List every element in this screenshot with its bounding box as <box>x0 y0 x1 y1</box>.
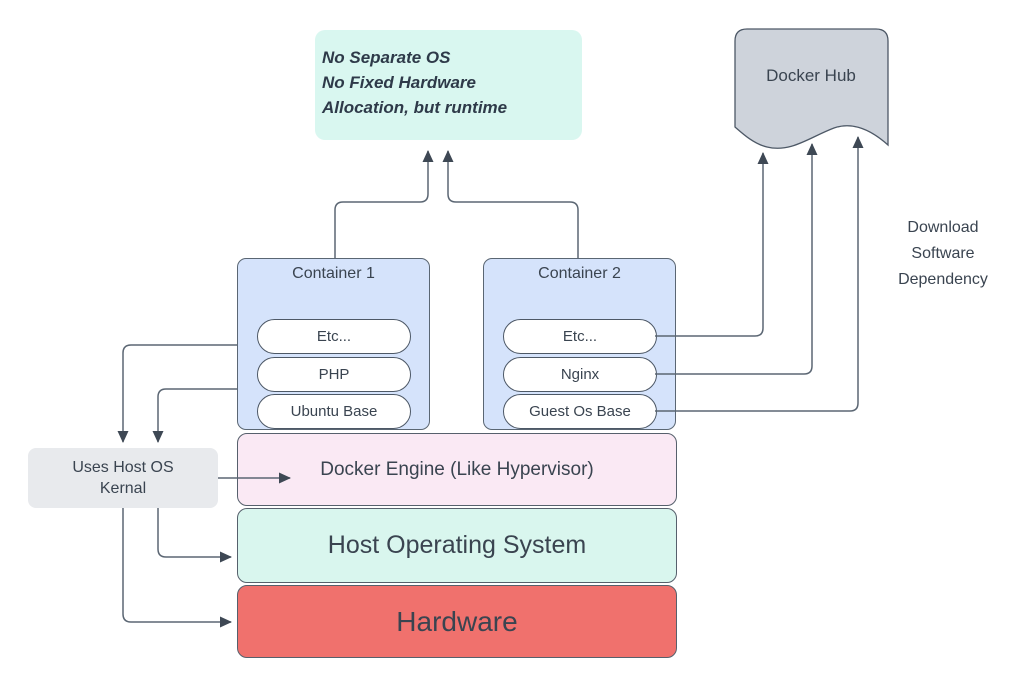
arrow-container2-to-note <box>442 150 579 258</box>
docker-engine-layer: Docker Engine (Like Hypervisor) <box>237 433 677 506</box>
arrow-container1-to-kernel-2 <box>152 388 237 443</box>
arrow-container1-to-kernel-1 <box>117 344 237 443</box>
hardware-label: Hardware <box>396 605 518 637</box>
arrow-container1-to-note <box>334 150 434 258</box>
download-dependency-note: Download Software Dependency <box>873 215 1013 293</box>
host-os-label: Host Operating System <box>327 531 587 559</box>
container-1-title: Container 1 <box>292 265 375 282</box>
arrow-guest-os-to-docker-hub <box>655 136 864 412</box>
container-2-item-etc: Etc... <box>503 319 657 354</box>
container-2-item-guest-os-base: Guest Os Base <box>503 394 657 429</box>
docker-engine-label: Docker Engine (Like Hypervisor) <box>320 458 594 480</box>
runtime-note-line: No Separate OS <box>322 48 451 67</box>
host-os-kernel-note-box: Uses Host OS Kernal <box>28 448 218 508</box>
runtime-note-line: Allocation, but runtime <box>322 98 508 117</box>
hardware-layer: Hardware <box>237 585 677 658</box>
side-note-line: Dependency <box>898 271 988 288</box>
side-note-line: Download <box>907 219 979 236</box>
host-os-layer: Host Operating System <box>237 508 677 583</box>
arrow-kernel-to-hardware <box>122 508 232 628</box>
arrow-kernel-to-host-os <box>157 508 232 563</box>
container-1-box: Container 1 Etc... PHP Ubuntu Base <box>237 258 430 430</box>
kernel-note-line: Uses Host OS <box>72 459 174 476</box>
container-1-item-php: PHP <box>257 357 411 392</box>
runtime-note-box: No Separate OS No Fixed Hardware Allocat… <box>315 30 582 140</box>
docker-hub-label: Docker Hub <box>766 66 856 85</box>
container-2-item-nginx: Nginx <box>503 357 657 392</box>
docker-hub-shape <box>734 28 889 149</box>
kernel-note-line: Kernal <box>99 480 147 497</box>
arrow-nginx-to-docker-hub <box>655 143 818 375</box>
side-note-line: Software <box>911 245 975 262</box>
container-1-item-etc: Etc... <box>257 319 411 354</box>
container-1-item-ubuntu-base: Ubuntu Base <box>257 394 411 429</box>
container-2-box: Container 2 Etc... Nginx Guest Os Base <box>483 258 676 430</box>
container-2-title: Container 2 <box>538 265 621 282</box>
runtime-note-line: No Fixed Hardware <box>322 73 476 92</box>
